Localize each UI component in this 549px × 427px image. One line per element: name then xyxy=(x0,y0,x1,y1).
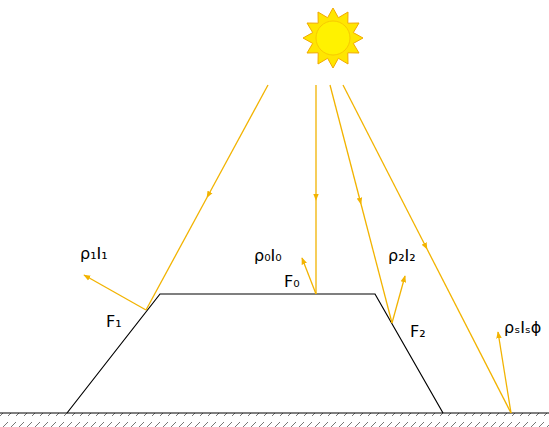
sun-disc xyxy=(316,21,350,55)
mound-outline xyxy=(67,294,443,413)
incoming-ray xyxy=(315,85,316,200)
incoming-ray xyxy=(330,85,361,204)
reflection-label: ρ₀I₀ xyxy=(254,246,282,266)
ground-line xyxy=(0,413,549,414)
reflection-label: ρ₂I₂ xyxy=(388,246,416,266)
incoming-ray xyxy=(361,204,392,323)
incoming-rays xyxy=(146,85,511,413)
incoming-ray xyxy=(427,249,511,413)
reflected-ray xyxy=(498,332,511,413)
facet-label: F₀ xyxy=(284,272,300,292)
reflected-ray xyxy=(84,275,146,310)
incoming-ray xyxy=(343,85,427,249)
incoming-ray xyxy=(315,200,316,294)
reflection-label: ρ₁I₁ xyxy=(80,244,108,264)
facet-label: F₁ xyxy=(106,312,122,332)
incoming-ray xyxy=(146,198,207,311)
reflected-ray xyxy=(302,258,316,294)
reflected-ray xyxy=(392,276,405,323)
facet-label: F₂ xyxy=(410,322,426,342)
sun-rays xyxy=(303,8,363,68)
ground-hatch xyxy=(0,413,549,427)
reflected-rays xyxy=(84,258,511,413)
reflection-label: ρₛIₛϕ xyxy=(504,318,541,338)
incoming-ray xyxy=(207,85,268,198)
